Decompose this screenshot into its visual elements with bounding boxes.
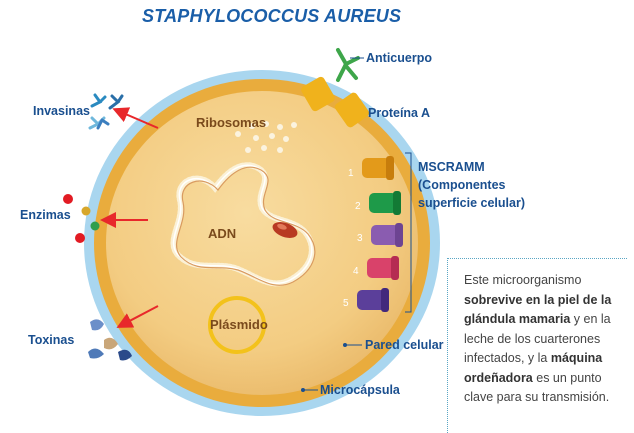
plasmid-ring [208, 296, 266, 354]
toxin-icon [88, 319, 132, 361]
mscramm-proteins [357, 156, 403, 312]
invasin-arrow [112, 107, 159, 129]
protein-a [301, 76, 370, 128]
toxin-arrow [116, 305, 159, 328]
label-proteina-a: Proteína A [368, 106, 431, 120]
label-toxinas: Toxinas [28, 333, 75, 347]
ribosomes [235, 121, 297, 153]
label-componentes-2: superficie celular) [418, 196, 525, 210]
note-text-3: es un punto clave para su transmisión. [464, 370, 610, 405]
plasmid-bean-shine [277, 223, 287, 230]
label-mscramm: MSCRAMM [418, 160, 485, 174]
note-bold-1: sobrevive en la piel de la glándula mama… [464, 292, 612, 327]
mscramm-number-5: 5 [343, 298, 349, 309]
note-text-1: Este microorganismo [464, 273, 582, 287]
mscramm-number-2: 2 [355, 201, 361, 212]
antibody-icon [336, 48, 360, 82]
label-componentes-1: (Componentes [418, 178, 506, 192]
label-ribosomas: Ribosomas [196, 115, 267, 130]
mscramm-numbers: 1 2 3 4 5 [343, 168, 363, 309]
label-adn: ADN [208, 226, 237, 241]
mscramm-number-1: 1 [348, 168, 354, 179]
label-invasinas: Invasinas [33, 104, 90, 118]
mscramm-bracket [405, 152, 412, 313]
note-text-2: y en la leche de los cuarterones infecta… [464, 312, 611, 365]
label-pared-celular: Pared celular [365, 338, 444, 352]
dna-icon [170, 162, 316, 287]
label-plasmido: Plásmido [210, 317, 268, 332]
note-bold-2: máquina ordeñadora [464, 351, 603, 385]
label-anticuerpo: Anticuerpo [366, 51, 432, 65]
label-microcapsula: Microcápsula [320, 383, 400, 397]
invasin-icon [88, 93, 124, 130]
info-note: Este microorganismo sobrevive en la piel… [447, 258, 627, 433]
diagram-title: STAPHYLOCOCCUS AUREUS [142, 6, 402, 26]
microcapsula-leader-dot [301, 388, 305, 392]
pared-leader-dot [343, 343, 347, 347]
mscramm-number-4: 4 [353, 266, 359, 277]
label-enzimas: Enzimas [20, 208, 71, 222]
enzyme-icon [63, 194, 100, 243]
cytoplasm [106, 91, 418, 395]
mscramm-number-3: 3 [357, 233, 363, 244]
